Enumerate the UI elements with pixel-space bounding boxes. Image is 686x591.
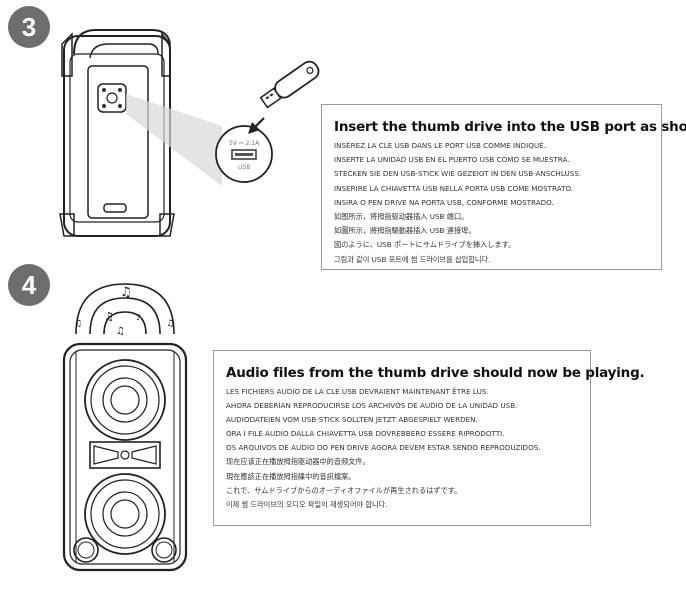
step-3-line-zh-cn: 如图所示，将拇指驱动器插入 USB 端口。 — [334, 212, 469, 222]
step-3-line-de: STECKEN SIE DEN USB-STICK WIE GEZEIGT IN… — [334, 169, 582, 179]
music-note-icon: ♫ — [120, 285, 132, 300]
music-note-icon: ♫ — [116, 326, 125, 337]
step-3-line-zh-tw: 如圖所示，將拇指驅動器插入 USB 連接埠。 — [334, 226, 476, 236]
step-4-line-ja: これで、サムドライブからのオーディオファイルが再生されるはずです。 — [226, 485, 462, 495]
step-3-title: Insert the thumb drive into the USB port… — [334, 119, 686, 135]
step-4-badge: 4 — [8, 264, 50, 306]
step-3-line-fr: INSÉREZ LA CLÉ USB DANS LE PORT USB COMM… — [334, 141, 546, 150]
speaker-front-illustration — [62, 342, 188, 572]
step-4-line-zh-cn: 现在应该正在播放拇指驱动器中的音频文件。 — [226, 457, 370, 467]
step-4-line-zh-tw: 現在應該正在播放拇指碟中的音訊檔案。 — [226, 471, 356, 481]
step-4-line-ko: 이제 썸 드라이브의 오디오 파일이 재생되어야 합니다. — [226, 499, 388, 509]
step-4-instruction-box: Audio files from the thumb drive should … — [213, 350, 645, 526]
usb-port-label-bottom: USB — [238, 164, 251, 171]
step-4-title: Audio files from the thumb drive should … — [226, 365, 645, 381]
step-3-line-es: INSERTE LA UNIDAD USB EN EL PUERTO USB C… — [334, 155, 570, 165]
step-4-line-de: AUDIODATEIEN VOM USB-STICK SOLLTEN JETZT… — [226, 415, 478, 425]
step-4-line-pt: OS ARQUIVOS DE ÁUDIO DO PEN DRIVE AGORA … — [226, 443, 541, 453]
step-4-line-it: ORA I FILE AUDIO DALLA CHIAVETTA USB DOV… — [226, 429, 505, 439]
music-note-icon: ♫ — [166, 319, 174, 329]
sound-wave-icon: ♫ ♫ ♫ ♫ ♫ ♪ — [74, 283, 175, 337]
speaker-back-illustration — [59, 29, 320, 237]
music-note-icon: ♫ — [74, 319, 82, 329]
step-3-line-ja: 図のように、USB ポートにサムドライブを挿入します。 — [334, 240, 516, 250]
step-3-line-ko: 그림과 같이 USB 포트에 썸 드라이브를 삽입합니다. — [334, 254, 491, 264]
step-4-line-es: AHORA DEBERÍAN REPRODUCIRSE LOS ARCHIVOS… — [226, 401, 518, 411]
step-3-badge: 3 — [8, 6, 50, 48]
usb-port-label-top: 5V ⎓ 2.1A — [229, 140, 260, 147]
step-3-line-it: INSERIRE LA CHIAVETTA USB NELLA PORTA US… — [334, 183, 574, 193]
music-note-icon: ♫ — [104, 310, 114, 323]
step-3-line-pt: INSIRA O PEN DRIVE NA PORTA USB, CONFORM… — [334, 197, 554, 207]
music-note-icon: ♪ — [136, 313, 141, 322]
step-3-instruction-box: Insert the thumb drive into the USB port… — [321, 104, 686, 270]
step-4-line-fr: LES FICHIERS AUDIO DE LA CLÉ USB DEVRAIE… — [226, 387, 489, 396]
